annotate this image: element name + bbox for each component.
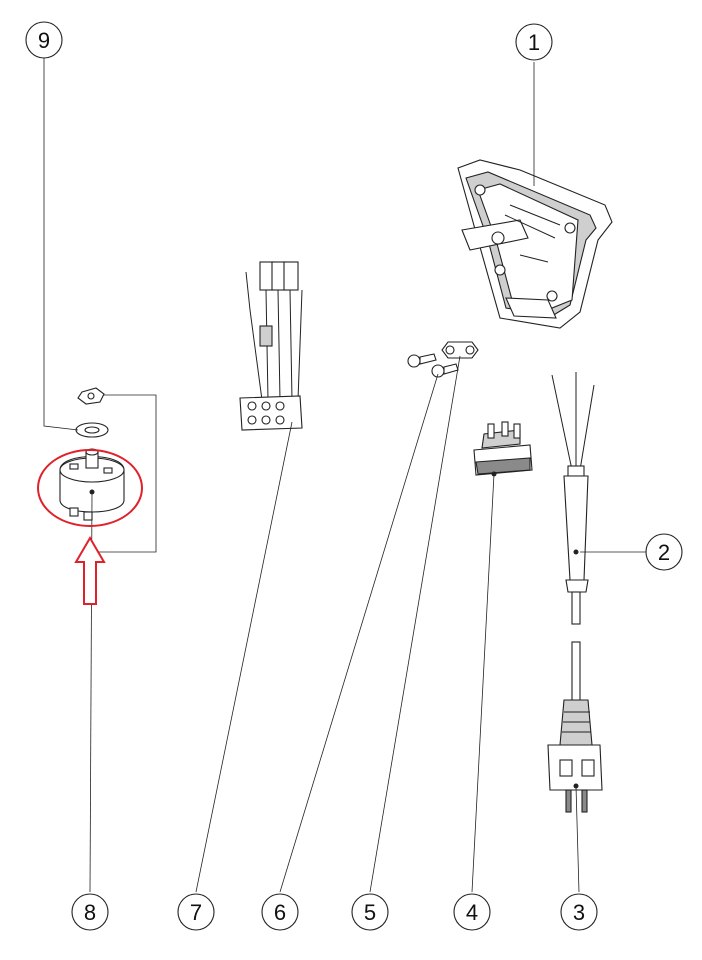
part-9-nut-washer (75, 387, 109, 438)
leader-lines (43, 58, 646, 893)
callout-label: 3 (573, 900, 585, 925)
callout-label: 5 (364, 900, 376, 925)
part-6-screws (407, 353, 459, 378)
callout-label: 2 (658, 540, 670, 565)
highlight-ellipse (37, 449, 143, 527)
highlight-group (37, 449, 143, 605)
callout-6: 6 (261, 893, 299, 931)
callout-label: 4 (466, 900, 478, 925)
part-4-socket (473, 421, 533, 477)
callout-4: 4 (453, 893, 491, 931)
part-8-thermostat (59, 448, 125, 521)
callout-7: 7 (177, 893, 215, 931)
callout-3: 3 (560, 893, 598, 931)
callout-5: 5 (351, 893, 389, 931)
highlight-arrow (74, 536, 106, 605)
callout-label: 7 (190, 900, 202, 925)
callout-label: 6 (274, 900, 286, 925)
callout-label: 9 (38, 28, 50, 53)
assembly-bracket (96, 394, 157, 553)
part-2-power-cord (551, 372, 595, 625)
part-5-cable-clamp (441, 341, 479, 359)
callout-1: 1 (515, 23, 553, 61)
callout-9: 9 (25, 21, 63, 59)
callout-8: 8 (71, 893, 109, 931)
callout-2: 2 (645, 533, 683, 571)
part-3-plug (547, 641, 603, 813)
part-1-housing (457, 159, 613, 329)
part-7-wiring-harness (239, 261, 303, 431)
callout-label: 1 (528, 30, 540, 55)
callout-label: 8 (84, 900, 96, 925)
